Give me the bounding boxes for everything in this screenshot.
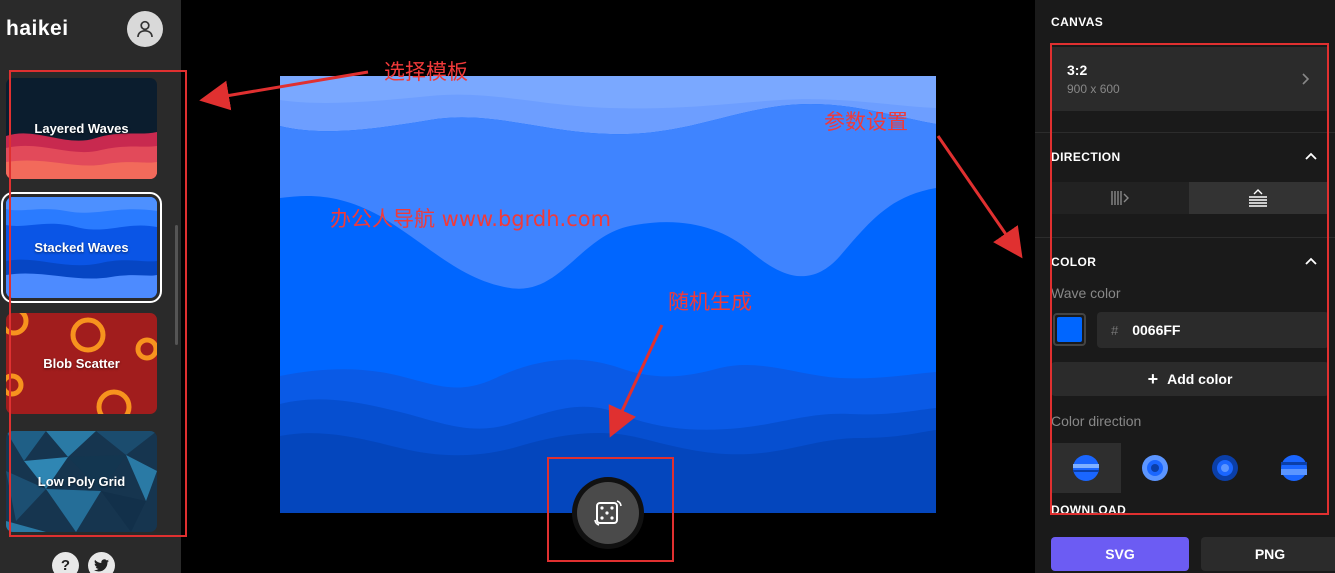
template-blob-scatter[interactable]: Blob Scatter xyxy=(6,313,157,414)
sidebar-footer: ? xyxy=(52,552,115,573)
gradient-linear-icon xyxy=(1072,455,1099,481)
canvas-ratio: 3:2 xyxy=(1067,62,1088,78)
gradient-band-option[interactable] xyxy=(1260,443,1330,493)
canvas-size-selector[interactable]: 3:2 900 x 600 xyxy=(1051,47,1327,111)
plus-icon: + xyxy=(1147,368,1159,389)
gradient-radial-option[interactable] xyxy=(1121,443,1191,493)
color-direction-options xyxy=(1051,443,1329,493)
gradient-radial-inverse-option[interactable] xyxy=(1190,443,1260,493)
template-label: Low Poly Grid xyxy=(37,474,126,489)
randomize-button[interactable] xyxy=(572,477,644,549)
sidebar-scrollbar[interactable] xyxy=(175,225,178,345)
wave-color-field: # xyxy=(1097,312,1329,348)
user-icon[interactable] xyxy=(127,11,163,47)
horizontal-lines-icon xyxy=(1249,189,1267,207)
color-section-title: COLOR xyxy=(1051,255,1097,269)
arrow-to-settings xyxy=(936,135,1023,259)
template-sidebar: haikei Layered Waves xyxy=(0,0,181,573)
twitter-icon[interactable] xyxy=(88,552,115,573)
direction-vertical-button[interactable] xyxy=(1189,182,1327,214)
download-png-button[interactable]: PNG xyxy=(1201,537,1335,571)
settings-panel: CANVAS 3:2 900 x 600 DIRECTION COLOR Wav… xyxy=(1035,0,1335,573)
template-label: Layered Waves xyxy=(34,121,129,136)
stacked-waves-preview xyxy=(280,76,936,513)
direction-toggle xyxy=(1051,182,1327,214)
divider xyxy=(1035,237,1335,238)
canvas-section-title: CANVAS xyxy=(1051,15,1104,29)
add-color-label: Add color xyxy=(1167,371,1233,387)
wave-color-label: Wave color xyxy=(1051,285,1121,301)
sidebar-header: haikei xyxy=(0,0,181,58)
swatch-fill xyxy=(1057,317,1082,342)
annotation-random: 随机生成 xyxy=(668,290,752,314)
chevron-right-icon xyxy=(1302,73,1310,85)
help-glyph: ? xyxy=(60,557,71,573)
direction-section-title: DIRECTION xyxy=(1051,150,1121,164)
template-thumbnail xyxy=(6,313,157,414)
template-label: Stacked Waves xyxy=(34,240,129,255)
wave-color-swatch[interactable] xyxy=(1053,313,1086,346)
dice-icon xyxy=(577,482,639,544)
app-logo[interactable]: haikei xyxy=(6,17,69,40)
canvas-dimensions: 900 x 600 xyxy=(1067,82,1120,96)
template-thumbnail xyxy=(6,431,157,532)
template-thumbnail xyxy=(6,78,157,179)
hex-hash: # xyxy=(1111,322,1119,338)
gradient-band-icon xyxy=(1281,455,1308,481)
template-label: Blob Scatter xyxy=(43,356,120,371)
help-icon[interactable]: ? xyxy=(52,552,79,573)
add-color-button[interactable]: + Add color xyxy=(1051,362,1329,396)
template-stacked-waves[interactable]: Stacked Waves xyxy=(1,192,162,303)
gradient-radial-inverse-icon xyxy=(1211,455,1238,481)
gradient-radial-icon xyxy=(1142,455,1169,481)
gradient-linear-option[interactable] xyxy=(1051,443,1121,493)
vertical-lines-icon xyxy=(1111,191,1129,205)
wave-color-input[interactable] xyxy=(1132,322,1283,338)
divider xyxy=(1035,132,1335,133)
color-direction-label: Color direction xyxy=(1051,413,1142,429)
download-section-title: DOWNLOAD xyxy=(1051,503,1127,517)
template-layered-waves[interactable]: Layered Waves xyxy=(6,78,157,179)
template-low-poly-grid[interactable]: Low Poly Grid xyxy=(6,431,157,532)
template-list: Layered Waves Stacked Waves xyxy=(0,64,181,536)
chevron-up-icon[interactable] xyxy=(1305,152,1317,161)
annotation-select-template: 选择模板 xyxy=(384,60,468,84)
annotation-watermark: 办公人导航 www.bgrdh.com xyxy=(330,207,612,231)
wave-canvas xyxy=(280,76,936,513)
download-svg-button[interactable]: SVG xyxy=(1051,537,1189,571)
annotation-params: 参数设置 xyxy=(824,110,908,134)
template-thumbnail xyxy=(6,197,157,298)
direction-horizontal-button[interactable] xyxy=(1051,182,1189,214)
chevron-up-icon[interactable] xyxy=(1305,257,1317,266)
